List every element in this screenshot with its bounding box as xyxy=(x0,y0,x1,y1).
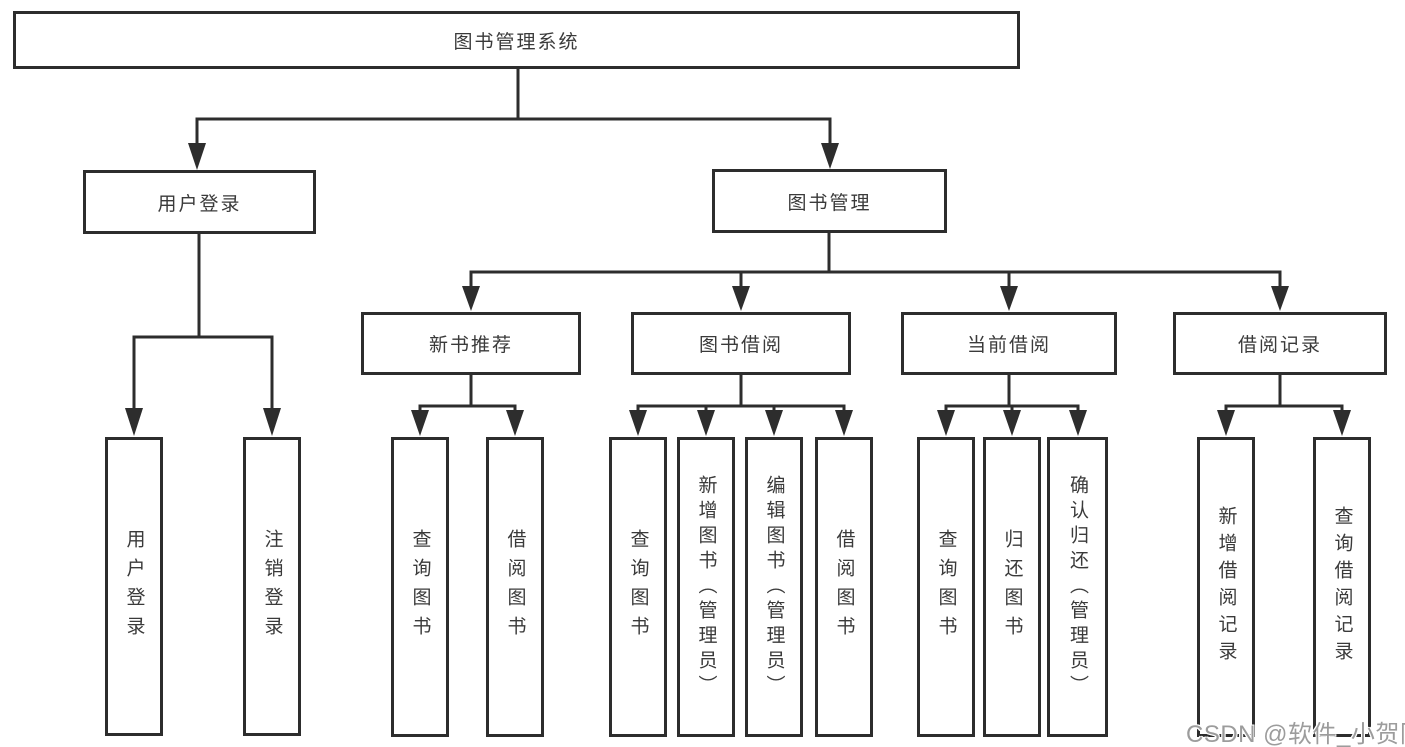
node-cb-return-book: 归还图书 xyxy=(983,437,1041,737)
connector-borrow-record-children xyxy=(1217,373,1351,436)
node-bb-add-book: 新增图书（管理员） xyxy=(677,437,735,737)
node-ul-user-login: 用户登录 xyxy=(105,437,163,736)
arrowhead xyxy=(462,286,480,311)
node-current-borrow: 当前借阅 xyxy=(901,312,1117,375)
connector-book-borrow-children xyxy=(629,373,853,436)
connector-new-book-rec-children xyxy=(411,373,524,436)
node-label: 编辑图书（管理员） xyxy=(763,474,785,700)
node-label: 确认归还（管理员） xyxy=(1067,474,1088,700)
node-label: 用户登录 xyxy=(123,528,145,645)
node-nbr-borrow-book: 借阅图书 xyxy=(486,437,544,737)
node-cb-query-book: 查询图书 xyxy=(917,437,975,737)
node-label: 借阅图书 xyxy=(504,529,526,645)
arrowhead xyxy=(765,410,783,436)
arrowhead xyxy=(697,410,715,436)
connector-user-login-children xyxy=(125,232,281,436)
node-label: 查询图书 xyxy=(627,529,649,645)
node-bb-borrow-book: 借阅图书 xyxy=(815,437,873,737)
arrowhead xyxy=(1003,410,1021,436)
arrowhead xyxy=(835,410,853,436)
node-label: 新增图书（管理员） xyxy=(695,474,717,700)
arrowhead xyxy=(411,410,429,436)
node-borrow-record: 借阅记录 xyxy=(1173,312,1387,375)
arrowhead xyxy=(125,408,143,436)
node-cb-confirm-return: 确认归还（管理员） xyxy=(1047,437,1108,737)
arrowhead xyxy=(1217,410,1235,436)
node-root: 图书管理系统 xyxy=(13,11,1020,69)
node-user-login: 用户登录 xyxy=(83,170,316,234)
node-book-borrow: 图书借阅 xyxy=(631,312,851,375)
arrowhead xyxy=(1069,410,1087,436)
node-bb-query-book: 查询图书 xyxy=(609,437,667,737)
node-nbr-query-book: 查询图书 xyxy=(391,437,449,737)
node-br-add-record: 新增借阅记录 xyxy=(1197,437,1255,737)
arrowhead xyxy=(1271,286,1289,311)
node-label: 注销登录 xyxy=(261,528,283,645)
node-bb-edit-book: 编辑图书（管理员） xyxy=(745,437,803,737)
node-ul-logout: 注销登录 xyxy=(243,437,301,736)
node-label: 查询图书 xyxy=(409,529,431,645)
csdn-watermark: CSDN @软件_小贺同学 xyxy=(1186,721,1405,747)
arrowhead xyxy=(937,410,955,436)
arrowhead xyxy=(1333,410,1351,436)
node-br-query-record: 查询借阅记录 xyxy=(1313,437,1371,737)
node-label: 新增借阅记录 xyxy=(1215,506,1237,668)
arrowhead xyxy=(188,143,206,170)
node-label: 查询借阅记录 xyxy=(1331,506,1353,668)
arrowhead xyxy=(732,286,750,311)
arrowhead xyxy=(263,408,281,436)
node-book-mgmt: 图书管理 xyxy=(712,169,947,233)
connector-book-mgmt-children xyxy=(462,231,1289,311)
node-new-book-rec: 新书推荐 xyxy=(361,312,581,375)
node-label: 归还图书 xyxy=(1001,529,1023,645)
arrowhead xyxy=(629,410,647,436)
arrowhead xyxy=(821,143,839,169)
connector-current-borrow-children xyxy=(937,373,1087,436)
arrowhead xyxy=(1000,286,1018,311)
connector-root-to-level2 xyxy=(188,67,839,170)
node-label: 借阅图书 xyxy=(833,529,855,645)
node-label: 查询图书 xyxy=(935,529,957,645)
arrowhead xyxy=(506,410,524,436)
